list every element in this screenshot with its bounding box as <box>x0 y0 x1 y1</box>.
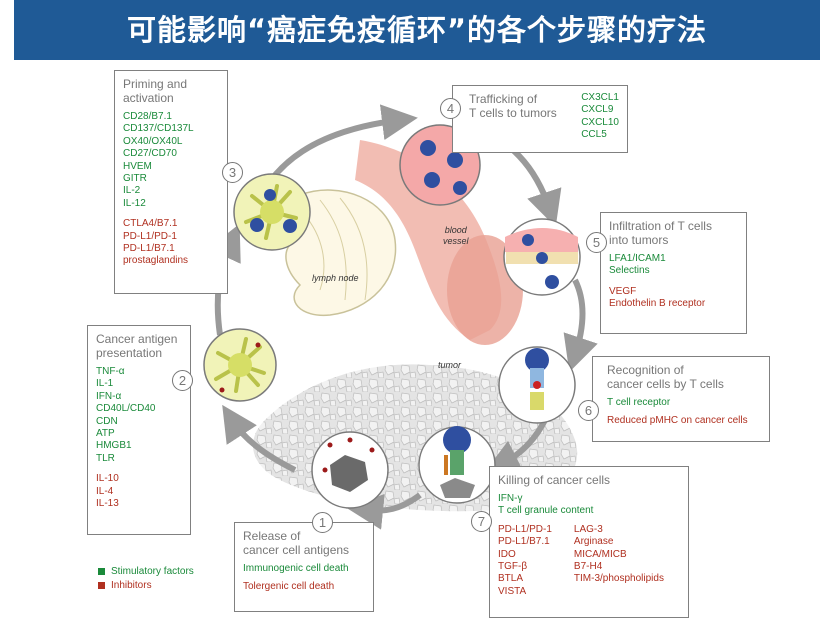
priming-cell-illustration <box>233 173 311 251</box>
factor: CD137/CD137L <box>123 123 194 135</box>
factor: B7-H4 <box>573 561 603 573</box>
step-5-box: Infiltration of T cells into tumors LFA1… <box>600 212 747 334</box>
step-3-number: 3 <box>222 162 243 183</box>
step-2-number: 2 <box>172 370 193 391</box>
step-7-title: Killing of cancer cells <box>498 473 611 487</box>
factor: Arginase <box>573 536 614 548</box>
factor: VISTA <box>498 585 527 597</box>
legend: Stimulatory factors Inhibitors <box>98 564 194 592</box>
factor: CDN <box>96 415 118 427</box>
factor: Reduced pMHC on cancer cells <box>607 415 748 427</box>
step-4-box: Trafficking of T cells to tumors CX3CL1 … <box>452 85 628 153</box>
step-4-stimulatory: CX3CL1 CXCL9 CXCL10 CCL5 <box>581 92 619 142</box>
step-7-number: 7 <box>471 511 492 532</box>
antigen-presentation-illustration <box>203 328 277 402</box>
factor: IL-1 <box>96 378 114 390</box>
factor: CXCL9 <box>581 104 614 116</box>
factor: CD28/B7.1 <box>123 111 172 122</box>
factor: VEGF <box>609 285 637 297</box>
factor: Selectins <box>609 265 650 277</box>
step-3-box: Priming and activation CD28/B7.1 CD137/C… <box>114 70 228 294</box>
factor: PD-L1/B7.1 <box>123 243 175 255</box>
factor: HMGB1 <box>96 440 132 452</box>
factor: T cell receptor <box>607 397 671 408</box>
factor: CD27/CD70 <box>123 148 177 160</box>
legend-stimulatory: Stimulatory factors <box>111 565 194 577</box>
factor: Immunogenic cell death <box>243 563 349 574</box>
step-7-box: Killing of cancer cells IFN-γ T cell gra… <box>489 466 689 618</box>
factor: LFA1/ICAM1 <box>609 253 666 264</box>
step-2-title: Cancer antigen presentation <box>96 332 178 360</box>
step-1-stimulatory: Immunogenic cell death <box>243 563 365 575</box>
factor: OX40/OX40L <box>123 135 183 147</box>
step-2-inhibitors: IL-10 IL-4 IL-13 <box>96 473 182 510</box>
step-5-number: 5 <box>586 232 607 253</box>
factor: IL-12 <box>123 197 146 209</box>
recognition-illustration <box>498 346 576 424</box>
factor: CXCL10 <box>581 116 619 128</box>
factor: prostaglandins <box>123 255 189 267</box>
stimulatory-swatch <box>98 567 105 575</box>
factor: IDO <box>498 548 516 560</box>
factor: CTLA4/B7.1 <box>123 218 178 230</box>
blood-vessel-label: blood vessel <box>443 225 469 246</box>
step-7-stimulatory: IFN-γ T cell granule content <box>498 493 680 518</box>
factor: IL-13 <box>96 498 119 510</box>
step-6-inhibitors: Reduced pMHC on cancer cells <box>607 415 761 427</box>
factor: IFN-γ <box>498 493 523 504</box>
factor: T cell granule content <box>498 505 594 517</box>
factor: TLR <box>96 452 115 464</box>
legend-inhibitors: Inhibitors <box>111 579 152 591</box>
factor: GITR <box>123 173 147 185</box>
step-6-stimulatory: T cell receptor <box>607 397 761 409</box>
factor: IL-4 <box>96 485 114 497</box>
factor: MICA/MICB <box>573 548 627 560</box>
factor: PD-L1/B7.1 <box>498 536 550 548</box>
step-5-stimulatory: LFA1/ICAM1 Selectins <box>609 253 738 278</box>
step-6-title: Recognition of cancer cells by T cells <box>607 363 724 391</box>
factor: CCL5 <box>581 129 607 141</box>
step-1-box: Release of cancer cell antigens Immunoge… <box>234 522 374 612</box>
inhibitor-swatch <box>98 581 105 589</box>
tumor-label: tumor <box>438 360 462 370</box>
factor: Endothelin B receptor <box>609 298 706 310</box>
step-2-box: Cancer antigen presentation TNF-α IL-1 I… <box>87 325 191 535</box>
lymph-node-label: lymph node <box>312 273 359 283</box>
factor: TIM-3/phospholipids <box>573 573 664 585</box>
step-5-title: Infiltration of T cells into tumors <box>609 219 712 247</box>
factor: ATP <box>96 428 115 440</box>
factor: TNF-α <box>96 366 125 377</box>
step-3-stimulatory: CD28/B7.1 CD137/CD137L OX40/OX40L CD27/C… <box>123 111 219 210</box>
step-7-inhibitors-col1: PD-L1/PD-1 PD-L1/B7.1 IDO TGF-β BTLA VIS… <box>498 524 552 598</box>
factor: PD-L1/PD-1 <box>498 523 552 535</box>
step-3-inhibitors: CTLA4/B7.1 PD-L1/PD-1 PD-L1/B7.1 prostag… <box>123 218 219 268</box>
step-1-inhibitors: Tolergenic cell death <box>243 581 365 593</box>
factor: PD-L1/PD-1 <box>123 230 177 242</box>
factor: Tolergenic cell death <box>243 581 335 593</box>
step-6-box: Recognition of cancer cells by T cells T… <box>592 356 770 442</box>
step-4-number: 4 <box>440 98 461 119</box>
factor: BTLA <box>498 573 524 585</box>
factor: HVEM <box>123 160 152 172</box>
factor: CX3CL1 <box>581 92 619 103</box>
step-6-number: 6 <box>578 400 599 421</box>
factor: LAG-3 <box>573 523 603 535</box>
step-1-number: 1 <box>312 512 333 533</box>
step-5-inhibitors: VEGF Endothelin B receptor <box>609 286 738 311</box>
killing-illustration <box>418 426 496 504</box>
antigen-release-illustration <box>311 431 389 509</box>
factor: IL-10 <box>96 473 119 485</box>
factor: IL-2 <box>123 185 141 197</box>
step-7-inhibitors-col2: LAG-3 Arginase MICA/MICB B7-H4 TIM-3/pho… <box>574 524 664 598</box>
step-4-title: Trafficking of T cells to tumors <box>469 92 557 120</box>
factor: CD40L/CD40 <box>96 403 156 415</box>
step-2-stimulatory: TNF-α IL-1 IFN-α CD40L/CD40 CDN ATP HMGB… <box>96 366 182 465</box>
page-title: 可能影响“癌症免疫循环”的各个步骤的疗法 <box>14 0 820 60</box>
factor: IFN-α <box>96 390 122 402</box>
factor: TGF-β <box>498 561 528 573</box>
infiltration-illustration <box>503 218 581 296</box>
step-3-title: Priming and activation <box>123 77 188 105</box>
step-1-title: Release of cancer cell antigens <box>243 529 350 557</box>
